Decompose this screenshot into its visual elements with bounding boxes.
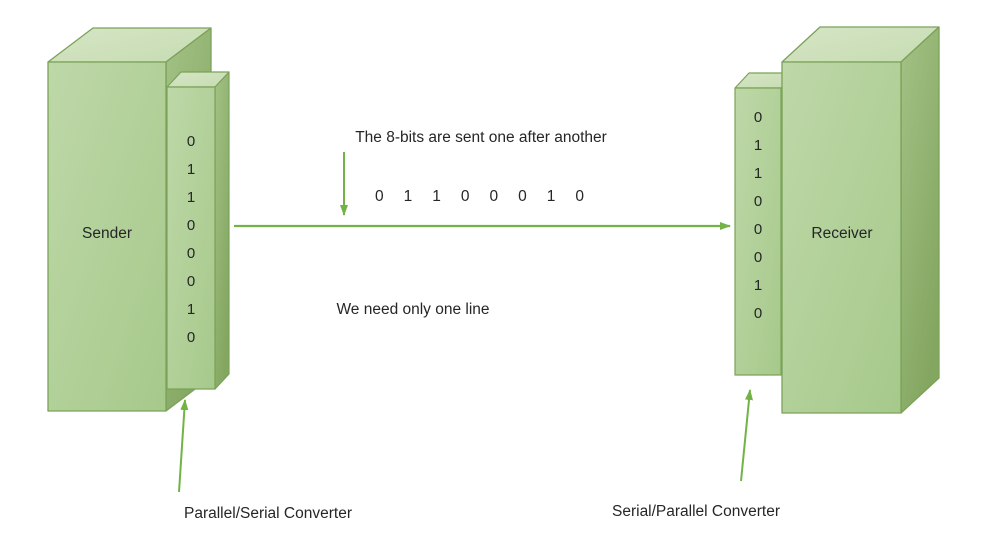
sender-converter-bits: 0 1 1 0 0 0 1 0 [187, 133, 195, 346]
sender-bit: 1 [187, 161, 195, 178]
sender-bit: 1 [187, 189, 195, 206]
receiver-label: Receiver [811, 225, 872, 242]
sender-box-front-face [47, 61, 167, 412]
serial-bits-text: 0 1 1 0 0 0 1 0 [375, 188, 584, 205]
receiver-box: Receiver [781, 26, 940, 414]
parallel-serial-pointer-arrow [178, 399, 189, 493]
sender-converter-side-face [214, 71, 230, 390]
receiver-bit: 1 [754, 277, 762, 294]
sender-bit: 0 [187, 133, 195, 150]
receiver-converter-box: 0 1 1 0 0 0 1 0 [734, 72, 796, 376]
receiver-bit: 0 [754, 249, 762, 266]
receiver-bit: 0 [754, 305, 762, 322]
sender-converter-front-face [166, 86, 216, 390]
sender-bit: 1 [187, 301, 195, 318]
serial-parallel-pointer-arrow [740, 389, 753, 482]
receiver-bit: 0 [754, 109, 762, 126]
receiver-bit: 1 [754, 165, 762, 182]
receiver-box-side-face [900, 26, 940, 414]
serial-note-text: The 8-bits are sent one after another [355, 129, 607, 146]
line-note-text: We need only one line [336, 301, 489, 318]
receiver-box-front-face [781, 61, 902, 414]
sender-label: Sender [82, 225, 132, 242]
sender-bit: 0 [187, 273, 195, 290]
sender-bit: 0 [187, 217, 195, 234]
receiver-bit: 1 [754, 137, 762, 154]
receiver-converter-bits: 0 1 1 0 0 0 1 0 [754, 109, 762, 322]
receiver-bit: 0 [754, 193, 762, 210]
receiver-converter-front-face [734, 87, 782, 376]
serial-parallel-converter-label: Serial/Parallel Converter [612, 503, 780, 520]
sender-converter-box: 0 1 1 0 0 0 1 0 [166, 71, 230, 390]
sender-bit: 0 [187, 329, 195, 346]
parallel-serial-converter-label: Parallel/Serial Converter [184, 505, 352, 522]
receiver-bit: 0 [754, 221, 762, 238]
sender-bit: 0 [187, 245, 195, 262]
